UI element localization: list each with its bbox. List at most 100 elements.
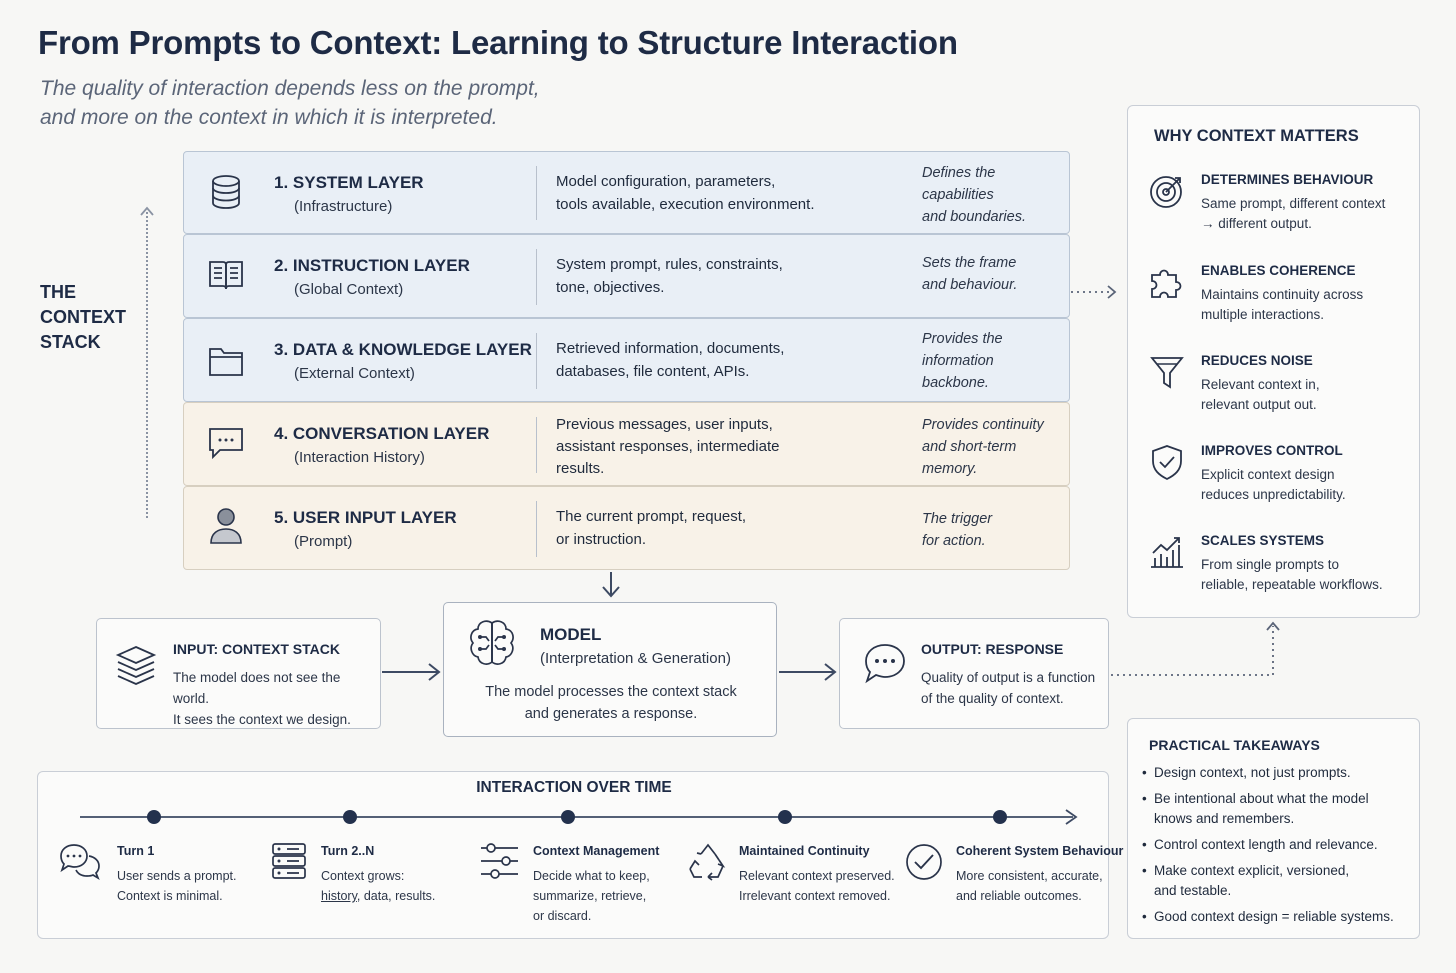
layer-description: Previous messages, user inputs, assistan… bbox=[556, 414, 856, 480]
practical-takeaways-panel: PRACTICAL TAKEAWAYS Design context, not … bbox=[1127, 718, 1420, 939]
timeline-dot bbox=[147, 810, 161, 824]
timeline-line: Relevant context preserved. bbox=[739, 869, 895, 883]
growth-chart-icon bbox=[1151, 537, 1183, 568]
flow-line: of the quality of context. bbox=[921, 691, 1064, 706]
timeline-text: More consistent, accurate,and reliable o… bbox=[956, 866, 1103, 906]
layer-system: 1. SYSTEM LAYER (Infrastructure) Model c… bbox=[183, 151, 1070, 234]
timeline-line: Decide what to keep, bbox=[533, 869, 650, 883]
layers-icon bbox=[115, 646, 157, 685]
flow-heading: MODEL bbox=[540, 625, 602, 644]
role-line: Sets the frame bbox=[922, 255, 1017, 271]
role-line: backbone. bbox=[922, 375, 989, 391]
stack-label-line: THE bbox=[40, 282, 76, 302]
shield-check-icon bbox=[1152, 445, 1182, 481]
divider bbox=[536, 417, 537, 473]
timeline-text: Relevant context preserved.Irrelevant co… bbox=[739, 866, 895, 906]
panel-title: PRACTICAL TAKEAWAYS bbox=[1149, 737, 1320, 753]
role-line: The trigger bbox=[922, 511, 993, 527]
flow-line: It sees the context we design. bbox=[173, 712, 351, 727]
takeaway-line: Good context design = reliable systems. bbox=[1154, 909, 1394, 924]
chat-bubbles-icon bbox=[60, 844, 100, 881]
sliders-icon bbox=[481, 843, 518, 879]
recycle-icon bbox=[689, 843, 726, 881]
database-icon bbox=[212, 175, 240, 209]
desc-line: Previous messages, user inputs, bbox=[556, 416, 773, 433]
layer-instruction: 2. INSTRUCTION LAYER (Global Context) Sy… bbox=[183, 234, 1070, 318]
layer-description: Retrieved information, documents, databa… bbox=[556, 337, 856, 383]
why-heading: IMPROVES CONTROL bbox=[1201, 443, 1343, 458]
role-line: information bbox=[922, 353, 994, 369]
check-circle-icon bbox=[906, 844, 942, 880]
layer-name: 4. CONVERSATION LAYER bbox=[274, 424, 490, 443]
flow-line: The model does not see the world. bbox=[173, 670, 341, 706]
book-icon bbox=[209, 261, 243, 290]
server-stack-icon bbox=[272, 843, 306, 879]
timeline-dot bbox=[343, 810, 357, 824]
takeaway-line: and testable. bbox=[1154, 883, 1232, 898]
role-line: memory. bbox=[922, 461, 978, 477]
desc-line: or instruction. bbox=[556, 531, 647, 548]
divider bbox=[536, 166, 537, 220]
funnel-icon bbox=[1150, 357, 1184, 389]
brain-icon bbox=[470, 620, 514, 665]
layer-description: Model configuration, parameters, tools a… bbox=[556, 170, 856, 216]
speech-bubble-icon bbox=[865, 644, 905, 684]
why-context-matters-panel: WHY CONTEXT MATTERS DETERMINES BEHAVIOUR… bbox=[1127, 105, 1420, 618]
divider bbox=[536, 333, 537, 389]
flow-line: and generates a response. bbox=[524, 706, 698, 722]
why-heading: ENABLES COHERENCE bbox=[1201, 263, 1356, 278]
timeline-heading: Context Management bbox=[533, 844, 660, 858]
desc-line: tone, objectives. bbox=[556, 279, 665, 296]
panel-title: INTERACTION OVER TIME bbox=[476, 779, 672, 796]
arrow-model-to-output bbox=[779, 663, 837, 681]
takeaway-line: knows and remembers. bbox=[1154, 811, 1295, 826]
chat-icon bbox=[209, 428, 243, 460]
timeline-line: User sends a prompt. bbox=[117, 869, 237, 883]
desc-line: databases, file content, APIs. bbox=[556, 363, 750, 380]
timeline-axis bbox=[80, 809, 1078, 825]
timeline-text: User sends a prompt. Context is minimal. bbox=[117, 866, 237, 906]
divider bbox=[536, 501, 537, 557]
timeline-heading: Maintained Continuity bbox=[739, 844, 870, 858]
why-text: Same prompt, different context→ differen… bbox=[1201, 194, 1416, 234]
why-line: Maintains continuity across bbox=[1201, 287, 1364, 302]
why-heading: REDUCES NOISE bbox=[1201, 353, 1313, 368]
layer-conversation: 4. CONVERSATION LAYER (Interaction Histo… bbox=[183, 402, 1070, 486]
puzzle-icon bbox=[1151, 269, 1182, 298]
flow-subheading: (Interpretation & Generation) bbox=[540, 650, 731, 667]
desc-line: The current prompt, request, bbox=[556, 508, 747, 525]
list-item: Make context explicit, versioned,and tes… bbox=[1140, 861, 1415, 901]
layer-sub: (External Context) bbox=[294, 365, 415, 382]
page-subtitle: The quality of interaction depends less … bbox=[40, 74, 540, 132]
why-line: reliable, repeatable workflows. bbox=[1201, 577, 1383, 592]
history-link[interactable]: history bbox=[321, 889, 357, 903]
why-line: → different output. bbox=[1201, 216, 1312, 231]
layer-sub: (Global Context) bbox=[294, 281, 404, 298]
subtitle-line-2: and more on the context in which it is i… bbox=[40, 106, 498, 129]
timeline-dot bbox=[561, 810, 575, 824]
divider bbox=[536, 249, 537, 305]
model-box: MODEL (Interpretation & Generation) The … bbox=[443, 602, 777, 737]
why-line: multiple interactions. bbox=[1201, 307, 1325, 322]
layer-role: Provides the information backbone. bbox=[922, 328, 1062, 394]
output-response-box: OUTPUT: RESPONSE Quality of output is a … bbox=[839, 618, 1109, 729]
timeline-line-rest: , data, results. bbox=[356, 889, 436, 903]
list-item: Good context design = reliable systems. bbox=[1140, 907, 1415, 927]
role-line: and short-term bbox=[922, 439, 1017, 455]
layer-description: The current prompt, request, or instruct… bbox=[556, 505, 856, 551]
timeline-line: Context is minimal. bbox=[117, 889, 223, 903]
layer-role: The trigger for action. bbox=[922, 508, 1062, 552]
takeaway-line: Design context, not just prompts. bbox=[1154, 765, 1351, 780]
why-line: Relevant context in, bbox=[1201, 377, 1320, 392]
takeaway-line: Be intentional about what the model bbox=[1154, 791, 1369, 806]
role-line: for action. bbox=[922, 533, 986, 549]
role-line: and behaviour. bbox=[922, 277, 1018, 293]
list-item: Design context, not just prompts. bbox=[1140, 763, 1415, 783]
takeaways-list: Design context, not just prompts. Be int… bbox=[1140, 763, 1415, 933]
layer-role: Defines the capabilities and boundaries. bbox=[922, 162, 1062, 228]
timeline-line: history, data, results. bbox=[321, 886, 435, 906]
desc-line: Retrieved information, documents, bbox=[556, 340, 785, 357]
list-item: Be intentional about what the model knows… bbox=[1140, 789, 1415, 829]
